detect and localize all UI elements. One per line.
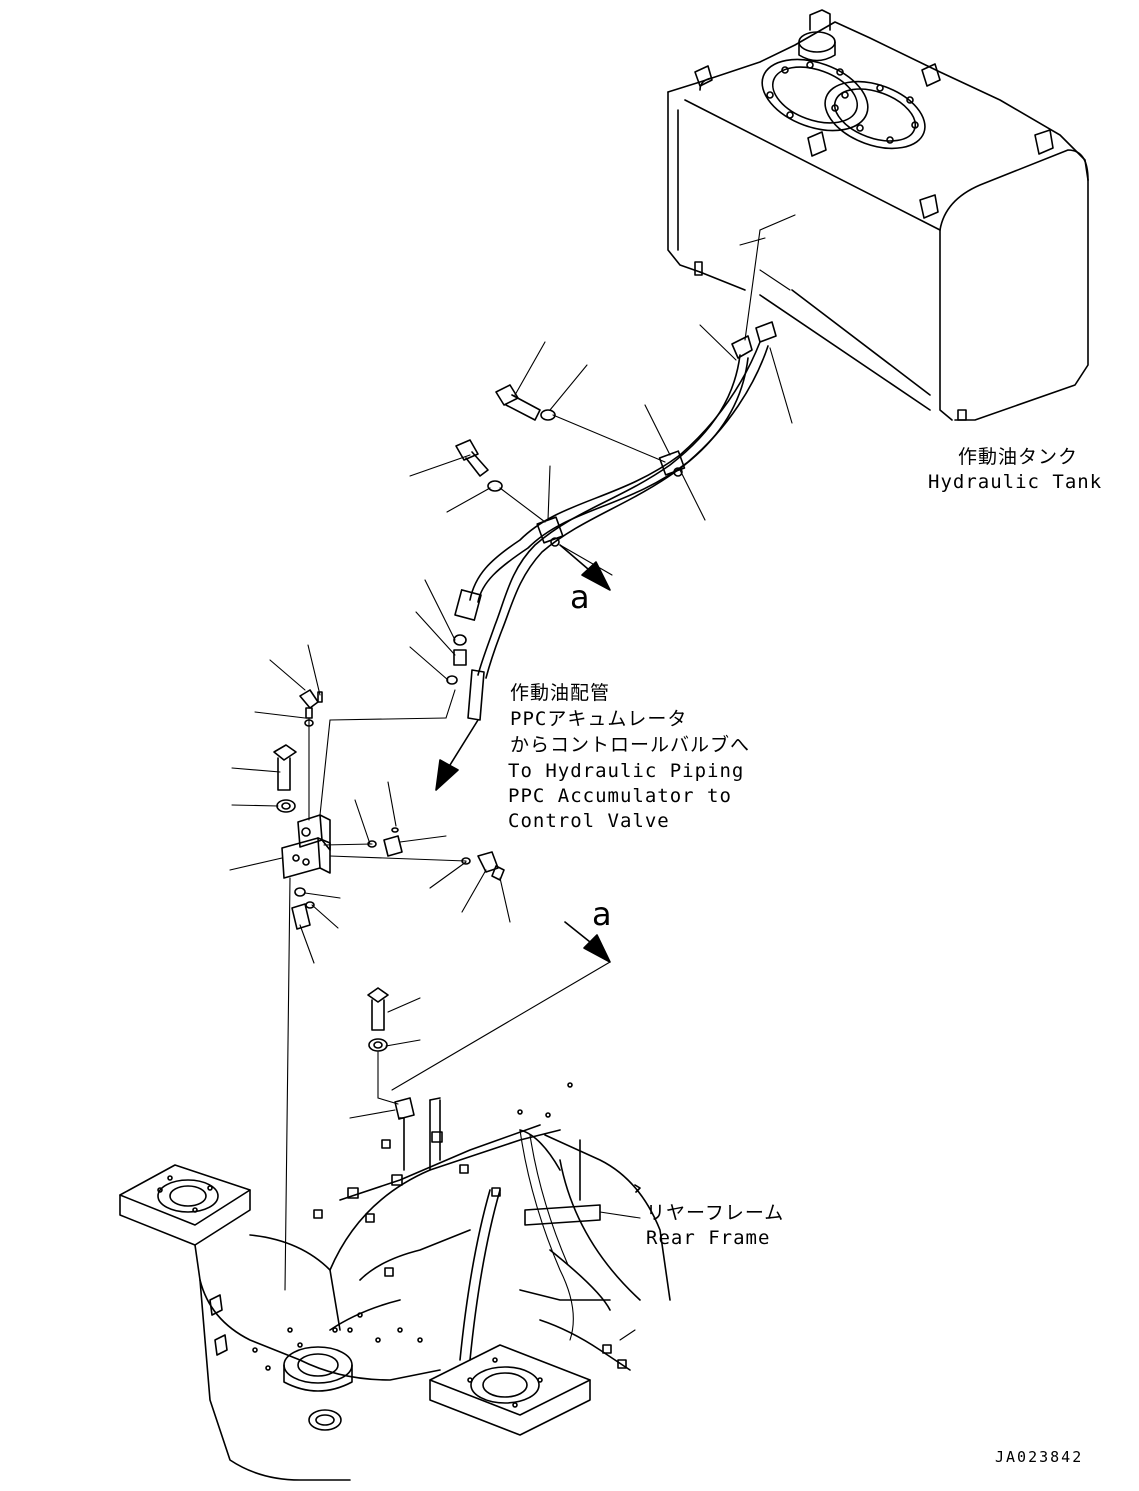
piping-label-en-3: Control Valve — [508, 810, 670, 832]
piping-label-en-1: To Hydraulic Piping — [508, 760, 745, 782]
tank-label-ja: 作動油タンク — [958, 446, 1079, 468]
piping-label-ja-2: PPCアキュムレータ — [510, 708, 688, 730]
drawing-id: JA023842 — [995, 1448, 1084, 1466]
piping-label-en-2: PPC Accumulator to — [508, 785, 732, 807]
frame-leader — [599, 1211, 641, 1341]
frame-label-ja: リヤーフレーム — [646, 1202, 785, 1224]
callout-a-lower: a — [592, 895, 612, 933]
piping-label-ja-3: からコントロールバルブへ — [510, 734, 751, 756]
upper-arrow-a — [559, 544, 611, 591]
hydraulic-tank — [667, 9, 1089, 421]
rear-frame — [119, 1082, 671, 1481]
piping-label-ja-1: 作動油配管 — [510, 682, 611, 704]
upper-bolts — [446, 384, 556, 685]
control-valve-arrow — [435, 719, 479, 791]
tank-label-en: Hydraulic Tank — [928, 471, 1103, 493]
upper-leaders — [329, 214, 796, 721]
lower-leaders — [349, 921, 611, 1119]
block-leaders — [229, 644, 511, 1291]
callout-a-upper: a — [570, 578, 590, 616]
lower-bolt — [367, 987, 415, 1171]
hydraulic-hoses — [454, 321, 777, 721]
frame-label-en: Rear Frame — [646, 1227, 771, 1249]
